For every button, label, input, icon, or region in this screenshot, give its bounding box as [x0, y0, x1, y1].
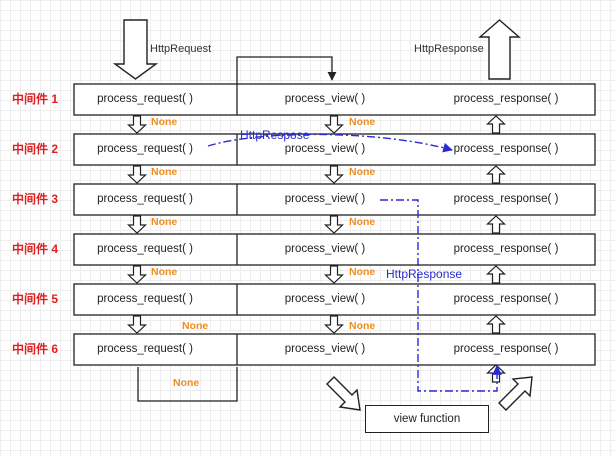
- middleware-label: 中间件 4: [12, 242, 59, 256]
- response-up-arrow: [485, 165, 507, 184]
- http-request-label: HttpRequest: [150, 43, 212, 55]
- http-response-label: HttpResponse: [414, 43, 484, 55]
- middleware-row-box: [73, 183, 596, 216]
- process-response-label: process_response( ): [453, 243, 559, 255]
- middleware-rows: [73, 83, 596, 366]
- middleware-label: 中间件 2: [12, 142, 59, 156]
- middleware-row-box: [73, 233, 596, 266]
- process-response-label: process_response( ): [453, 143, 559, 155]
- middleware-label: 中间件 1: [12, 92, 59, 106]
- view-down-arrow: [323, 215, 345, 234]
- none-label-view: None: [349, 116, 376, 128]
- process-view-label: process_view( ): [284, 143, 366, 155]
- middleware2-short-circuit-arrow: [207, 133, 453, 153]
- none-label-view: None: [349, 166, 376, 178]
- response-up-arrow: [485, 315, 507, 334]
- request-down-arrow: [126, 215, 148, 234]
- request-to-view-connector: [236, 56, 337, 84]
- response-up-arrow: [485, 364, 507, 383]
- request-down-arrow: [126, 115, 148, 134]
- process-request-label: process_request( ): [97, 343, 193, 355]
- http-response-arrow: [478, 19, 521, 80]
- none-label-view: None: [349, 266, 376, 278]
- view-down-arrow: [323, 265, 345, 284]
- http-response-view-label: HttpResponse: [386, 267, 463, 281]
- middleware-label: 中间件 5: [12, 292, 59, 306]
- to-view-function-arrow: [326, 376, 361, 411]
- view-down-arrow: [323, 115, 345, 134]
- view-down-arrow: [323, 315, 345, 334]
- response-up-arrow: [485, 215, 507, 234]
- process-view-label: process_view( ): [284, 193, 366, 205]
- process-response-label: process_response( ): [453, 193, 559, 205]
- request-bottom-bracket: [137, 367, 238, 402]
- none-label-request: None: [182, 320, 209, 332]
- process-request-label: process_request( ): [97, 93, 193, 105]
- process-view-label: process_view( ): [284, 243, 366, 255]
- view-short-circuit-arrow: [380, 199, 502, 392]
- response-up-arrow: [485, 115, 507, 134]
- process-request-label: process_request( ): [97, 243, 193, 255]
- none-label-view: None: [349, 320, 376, 332]
- view-down-arrow: [323, 165, 345, 184]
- view-function-label: view function: [393, 413, 461, 425]
- request-down-arrow: [126, 315, 148, 334]
- middleware-row-box: [73, 133, 596, 166]
- request-down-arrow: [126, 265, 148, 284]
- none-label-request-bottom: None: [173, 377, 200, 389]
- request-down-arrow: [126, 165, 148, 184]
- none-label-request: None: [151, 216, 178, 228]
- middleware-row-box: [73, 333, 596, 366]
- response-up-arrow: [485, 265, 507, 284]
- from-view-function-arrow: [498, 376, 533, 411]
- process-response-label: process_response( ): [453, 93, 559, 105]
- view-function-box: view function: [365, 405, 489, 433]
- process-request-label: process_request( ): [97, 143, 193, 155]
- none-label-request: None: [151, 166, 178, 178]
- middleware-row-box: [73, 283, 596, 316]
- none-label-request: None: [151, 116, 178, 128]
- process-view-label: process_view( ): [284, 343, 366, 355]
- http-respose-shortcut-label: HttpRespose: [240, 128, 310, 142]
- middleware-row-box: [73, 83, 596, 116]
- middleware-label: 中间件 6: [12, 342, 59, 356]
- process-request-label: process_request( ): [97, 293, 193, 305]
- http-request-arrow: [112, 19, 159, 80]
- none-label-request: None: [151, 266, 178, 278]
- none-label-view: None: [349, 216, 376, 228]
- process-response-label: process_response( ): [453, 343, 559, 355]
- process-response-label: process_response( ): [453, 293, 559, 305]
- process-view-label: process_view( ): [284, 293, 366, 305]
- process-view-label: process_view( ): [284, 93, 366, 105]
- flow-arrows: [126, 115, 507, 383]
- process-request-label: process_request( ): [97, 193, 193, 205]
- middleware-label: 中间件 3: [12, 192, 59, 206]
